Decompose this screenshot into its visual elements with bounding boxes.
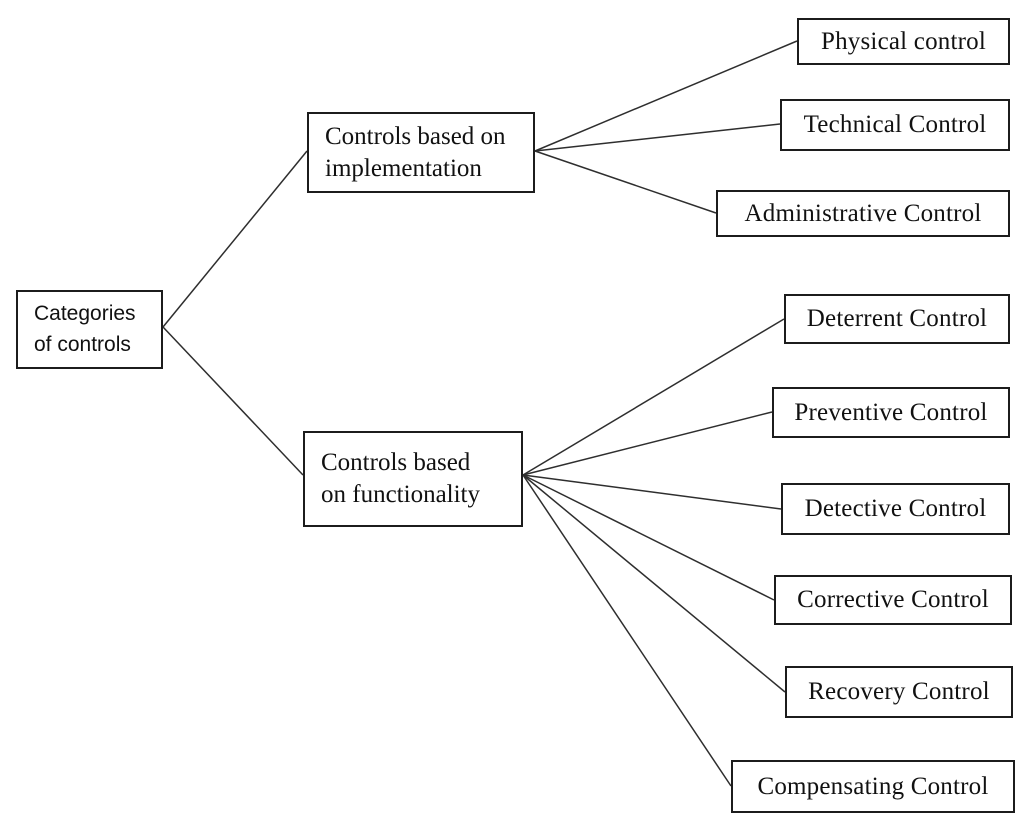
- node-label: Compensating Control: [757, 772, 989, 800]
- node-physical-control: Physical control: [797, 18, 1010, 65]
- node-label: Administrative Control: [744, 199, 982, 227]
- node-label: Technical Control: [803, 111, 987, 138]
- node-label-line: Controls based: [321, 449, 471, 476]
- node-preventive-control: Preventive Control: [772, 387, 1010, 438]
- node-label-line: Categories: [34, 302, 136, 326]
- node-recovery-control: Recovery Control: [785, 666, 1013, 718]
- node-administrative-control: Administrative Control: [716, 190, 1010, 237]
- connector-func-compensating: [522, 474, 732, 787]
- node-label: Corrective Control: [797, 586, 989, 613]
- node-deterrent-control: Deterrent Control: [784, 294, 1010, 344]
- connector-impl-technical: [534, 123, 781, 152]
- node-label: Preventive Control: [794, 398, 988, 426]
- node-technical-control: Technical Control: [780, 99, 1010, 151]
- node-compensating-control: Compensating Control: [731, 760, 1015, 813]
- connector-func-recovery: [522, 474, 786, 693]
- node-label-line: on functionality: [321, 481, 480, 508]
- node-label: Detective Control: [804, 495, 987, 522]
- node-controls-based-on-functionality: Controls based on functionality: [303, 431, 523, 527]
- node-controls-based-on-implementation: Controls based on implementation: [307, 112, 535, 193]
- connector-impl-administrative: [534, 150, 717, 214]
- node-label-line: of controls: [34, 332, 131, 356]
- node-detective-control: Detective Control: [781, 483, 1010, 535]
- node-categories-of-controls: Categories of controls: [16, 290, 163, 369]
- connector-func-deterrent: [522, 318, 785, 476]
- connector-func-corrective: [522, 474, 775, 601]
- connector-func-detective: [522, 474, 782, 510]
- connector-impl-physical: [534, 40, 798, 152]
- connector-root-implementation: [162, 150, 308, 328]
- connector-func-preventive: [522, 411, 773, 476]
- node-label: Physical control: [821, 27, 986, 55]
- node-label: Deterrent Control: [806, 305, 988, 332]
- connector-root-functionality: [162, 326, 304, 476]
- node-corrective-control: Corrective Control: [774, 575, 1012, 625]
- node-label-line: implementation: [325, 154, 482, 182]
- node-label: Recovery Control: [808, 678, 990, 705]
- node-label-line: Controls based on: [325, 122, 506, 150]
